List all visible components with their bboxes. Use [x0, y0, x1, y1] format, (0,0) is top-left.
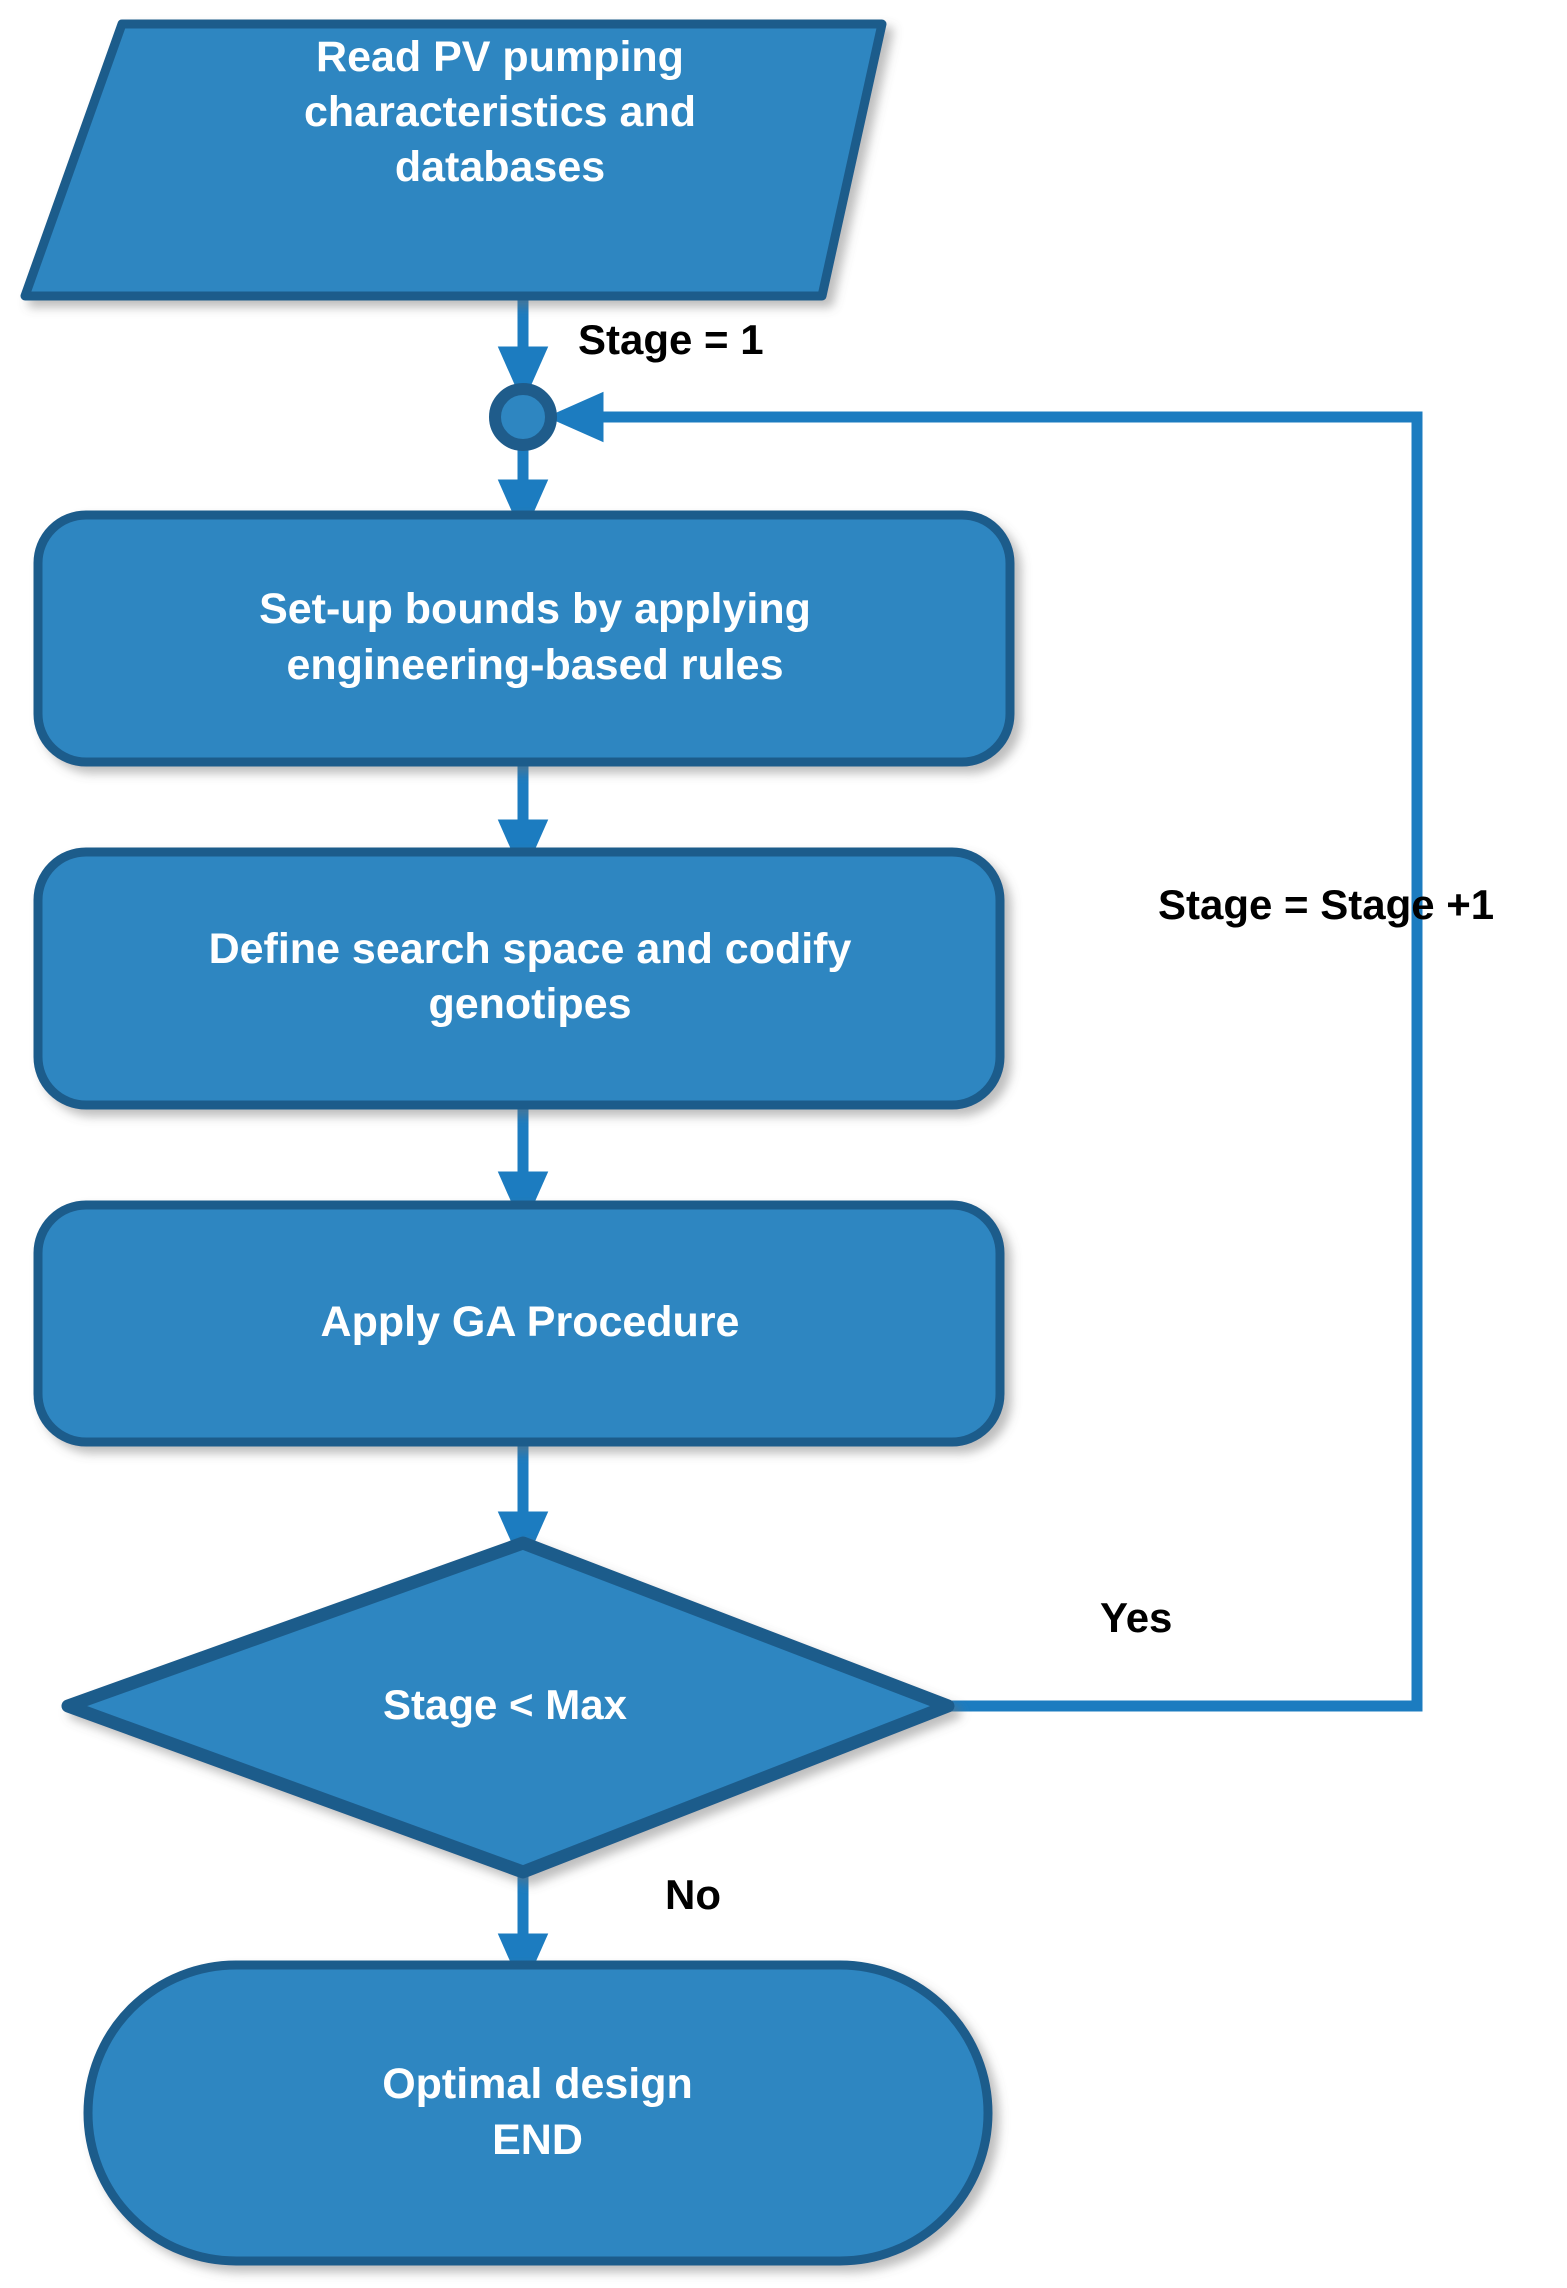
node-optimal-design-end[interactable]	[83, 1960, 993, 2266]
node-stage-check[interactable]	[61, 1536, 955, 1879]
edge-label-stage-increment: Stage = Stage +1	[1158, 881, 1495, 928]
node-merge-connector[interactable]	[489, 383, 557, 451]
node-apply-ga[interactable]	[33, 1200, 1005, 1447]
edge-label-yes: Yes	[1100, 1594, 1173, 1641]
edge-label-stage-init: Stage = 1	[578, 316, 764, 363]
node-read-inputs[interactable]	[20, 19, 887, 301]
edge-label-no: No	[665, 1871, 721, 1918]
node-set-up-bounds[interactable]	[33, 510, 1015, 767]
edge-decision-yes-loop	[546, 391, 1423, 1712]
node-define-search-space[interactable]	[33, 847, 1005, 1110]
